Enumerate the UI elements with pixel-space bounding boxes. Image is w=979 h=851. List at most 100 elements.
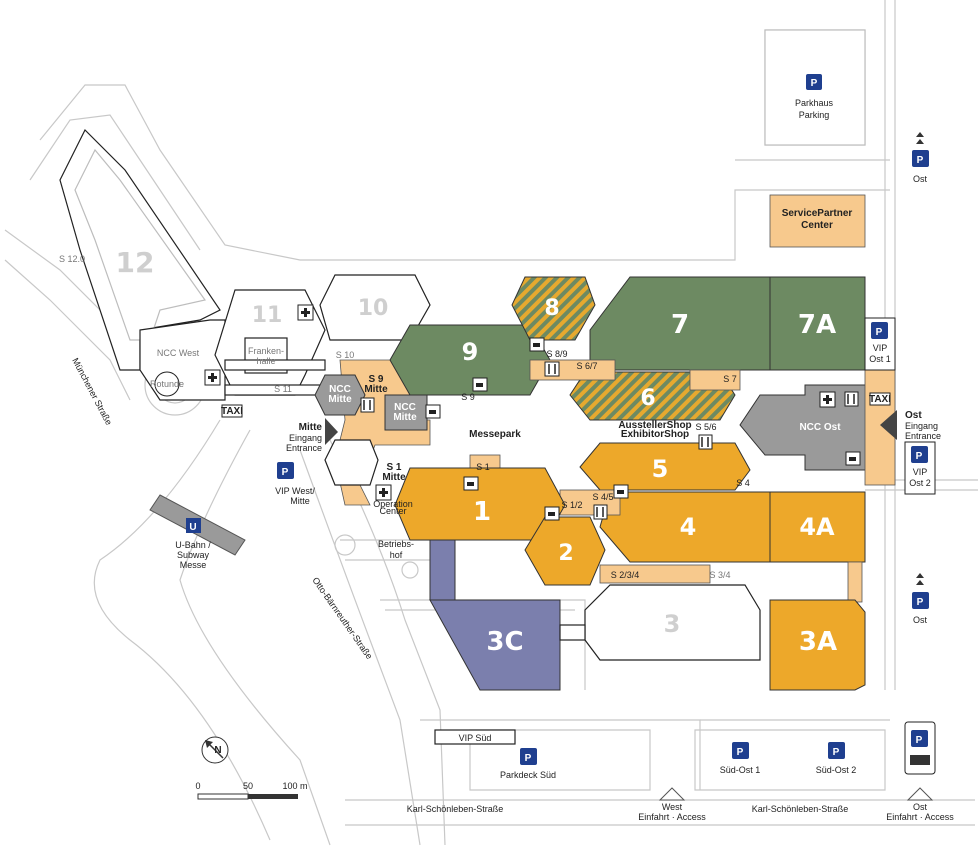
- hall-1-label: 1: [473, 497, 491, 527]
- parking-vip-ost1-label-1: VIP: [873, 343, 888, 353]
- cafe-icon: [425, 404, 441, 419]
- parking-vip-sued[interactable]: VIP Süd: [434, 729, 516, 745]
- hall-10[interactable]: 10: [319, 274, 431, 341]
- hall-4a[interactable]: 4A: [769, 491, 866, 563]
- servicepartner-center[interactable]: ServicePartner Center: [769, 194, 866, 248]
- hall-3c[interactable]: 3C: [429, 539, 561, 691]
- cafe-icon: [463, 476, 479, 491]
- taxi-ost[interactable]: TAXI: [869, 392, 891, 406]
- entrance-ost-label-1: Ost: [905, 410, 922, 421]
- parkhaus-label-1: Parkhaus: [795, 98, 834, 108]
- hall-7[interactable]: 7: [589, 276, 771, 371]
- restaurant-icon: [544, 361, 560, 377]
- ncc-mitte[interactable]: NCC Mitte: [314, 374, 366, 416]
- compass-n: N: [214, 745, 221, 756]
- hall-5[interactable]: 5: [579, 442, 751, 491]
- corridor-s67: [529, 359, 616, 381]
- cafe-icon: [845, 451, 861, 466]
- s89-label: S 8/9: [546, 349, 567, 359]
- ncc-ost[interactable]: NCC Ost: [739, 384, 871, 471]
- hall-3c-label: 3C: [486, 627, 523, 657]
- ncc-west-label: NCC West: [157, 348, 200, 358]
- compass: N: [201, 736, 229, 764]
- hall-7-label: 7: [671, 310, 689, 340]
- parking-sued-ost1-symbol: P: [737, 747, 744, 758]
- hall-12[interactable]: 12: [59, 128, 221, 371]
- hall-2[interactable]: 2: [524, 516, 606, 586]
- hall-11-label: 11: [252, 303, 283, 328]
- ncc-mitte-label-1: NCC: [329, 384, 351, 395]
- access-ost-label-1: Ost: [913, 802, 928, 812]
- parkdeck-sued[interactable]: P Parkdeck Süd: [500, 748, 556, 780]
- hall-1[interactable]: 1: [394, 467, 566, 541]
- s1-mitte-label-1: S 1: [386, 462, 401, 473]
- parking-ost-mid-symbol: P: [917, 597, 924, 608]
- ubahn-station[interactable]: U U-Bahn / Subway Messe: [149, 494, 246, 570]
- entrance-mitte[interactable]: Mitte Eingang Entrance: [286, 418, 338, 453]
- corridor-s45: [559, 489, 621, 516]
- s4-label: S 4: [736, 478, 750, 488]
- parking-ost-top[interactable]: P Ost: [912, 132, 929, 184]
- parking-sued-ost2[interactable]: P Süd-Ost 2: [816, 742, 857, 775]
- restaurant-icon: [698, 434, 713, 450]
- s45-label: S 4/5: [592, 492, 613, 502]
- entrance-mitte-label-1: Mitte: [299, 422, 323, 433]
- s9-label: S 9: [461, 392, 475, 402]
- hall-4a-label: 4A: [799, 513, 835, 541]
- hall-3[interactable]: 3: [584, 584, 761, 661]
- entrance-ost-label-3: Entrance: [905, 431, 941, 441]
- hall-7a-label: 7A: [798, 310, 836, 340]
- mitte-hex-lower: [324, 439, 379, 486]
- corridor-4a-3a: [847, 561, 863, 603]
- parking-ost-top-symbol: P: [917, 155, 924, 166]
- hall-3a[interactable]: 3A: [769, 599, 866, 691]
- ncc-mitte-b[interactable]: NCC Mitte: [384, 394, 428, 431]
- scale-fifty: 50: [243, 781, 253, 791]
- parking-vip-ost2-label-2: Ost 2: [909, 478, 931, 488]
- entrance-ost[interactable]: Ost Eingang Entrance: [880, 410, 941, 441]
- first-aid-icon: [819, 391, 836, 408]
- hall-2-label: 2: [558, 541, 573, 566]
- s67-label: S 6/7: [576, 361, 597, 371]
- s7-label: S 7: [723, 374, 737, 384]
- operation-center-label-2: Center: [379, 506, 406, 516]
- s1-label: S 1: [476, 462, 490, 472]
- parking-ost-mid[interactable]: P Ost: [912, 573, 929, 625]
- hall-9[interactable]: 9: [389, 324, 551, 396]
- parking-bus[interactable]: P: [904, 721, 936, 775]
- access-ost[interactable]: Ost Einfahrt · Access: [886, 787, 954, 822]
- street-karl-schoenleben-east: Karl-Schönleben-Straße: [752, 804, 849, 814]
- access-west[interactable]: West Einfahrt · Access: [638, 787, 706, 822]
- frankenhalle-label-1: Franken-: [248, 346, 284, 356]
- parking-vip-west-label-2: Mitte: [290, 496, 310, 506]
- hall-12-label: 12: [116, 246, 155, 279]
- hall-4[interactable]: 4: [599, 491, 771, 563]
- access-west-label-1: West: [662, 802, 683, 812]
- parking-vip-west-mitte[interactable]: P VIP West/ Mitte: [275, 462, 315, 506]
- scale-zero: 0: [195, 781, 200, 791]
- access-west-label-2: Einfahrt · Access: [638, 812, 706, 822]
- ubahn-label-1: U-Bahn /: [175, 540, 211, 550]
- parking-ost-top-label: Ost: [913, 174, 928, 184]
- hall-6-label: 6: [640, 386, 655, 411]
- scale-bar: 0 50 100 m: [195, 781, 308, 800]
- scale-hundred: 100 m: [282, 781, 307, 791]
- parking-vip-sued-label: VIP Süd: [459, 733, 492, 743]
- parkhaus[interactable]: P Parkhaus Parking: [764, 29, 866, 146]
- parking-bus-symbol: P: [916, 735, 923, 746]
- parking-sued-ost1-label: Süd-Ost 1: [720, 765, 761, 775]
- parking-sued-ost1[interactable]: P Süd-Ost 1: [720, 742, 761, 775]
- hall-7a[interactable]: 7A: [769, 276, 866, 371]
- parking-vip-ost1[interactable]: P VIP Ost 1: [864, 317, 896, 371]
- cafe-icon: [529, 337, 545, 352]
- entrance-ost-label-2: Eingang: [905, 421, 938, 431]
- ncc-mitte-b-label-1: NCC: [394, 402, 416, 413]
- hall-8[interactable]: 8: [511, 276, 596, 341]
- parking-vip-ost2[interactable]: P VIP Ost 2: [904, 441, 936, 495]
- parkhaus-label-2: Parking: [799, 110, 830, 120]
- taxi-mitte[interactable]: TAXI: [221, 404, 243, 418]
- s234-label: S 2/3/4: [611, 570, 640, 580]
- hall-4-label: 4: [680, 513, 697, 541]
- access-ost-label-2: Einfahrt · Access: [886, 812, 954, 822]
